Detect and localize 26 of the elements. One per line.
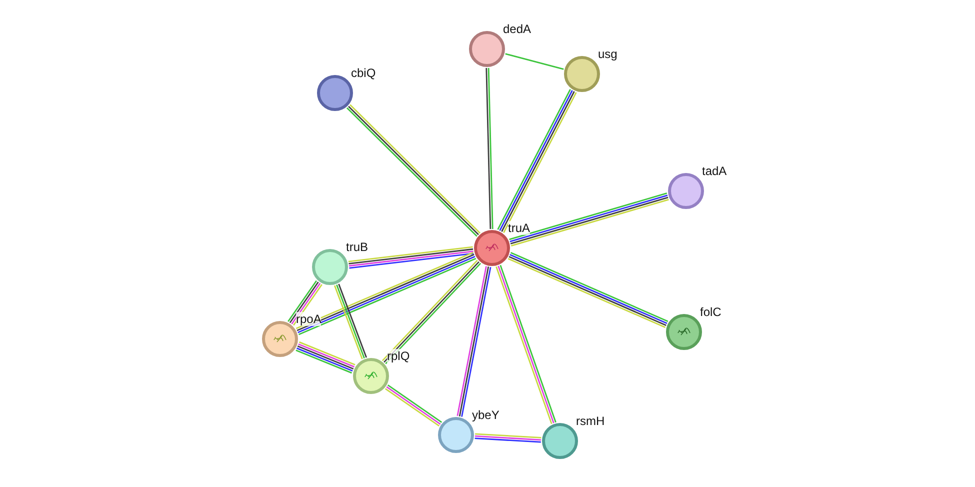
protein-label: folC bbox=[700, 305, 722, 319]
protein-label: rplQ bbox=[387, 349, 410, 363]
protein-label: rsmH bbox=[576, 414, 605, 428]
interaction-edge bbox=[505, 53, 564, 70]
interaction-edge bbox=[486, 68, 494, 230]
protein-label: tadA bbox=[702, 164, 727, 178]
interaction-edge bbox=[509, 192, 669, 246]
protein-label: dedA bbox=[503, 22, 532, 36]
protein-label: truA bbox=[508, 221, 530, 235]
interaction-edge bbox=[496, 264, 556, 424]
interaction-edge bbox=[456, 266, 492, 417]
interaction-edge bbox=[508, 252, 668, 328]
interaction-edge bbox=[474, 433, 542, 443]
interaction-edge bbox=[497, 89, 577, 233]
interaction-edge bbox=[348, 246, 474, 269]
interaction-edge bbox=[334, 284, 368, 360]
protein-label: rpoA bbox=[296, 312, 322, 326]
interaction-edge bbox=[296, 341, 356, 374]
protein-label: cbiQ bbox=[351, 66, 376, 80]
interaction-edge bbox=[288, 280, 322, 326]
interaction-edge bbox=[384, 384, 442, 427]
interaction-edge bbox=[382, 260, 482, 364]
interaction-edge bbox=[346, 104, 481, 237]
interaction-edge bbox=[296, 252, 476, 336]
protein-label: ybeY bbox=[472, 408, 500, 422]
protein-label: truB bbox=[346, 240, 368, 254]
